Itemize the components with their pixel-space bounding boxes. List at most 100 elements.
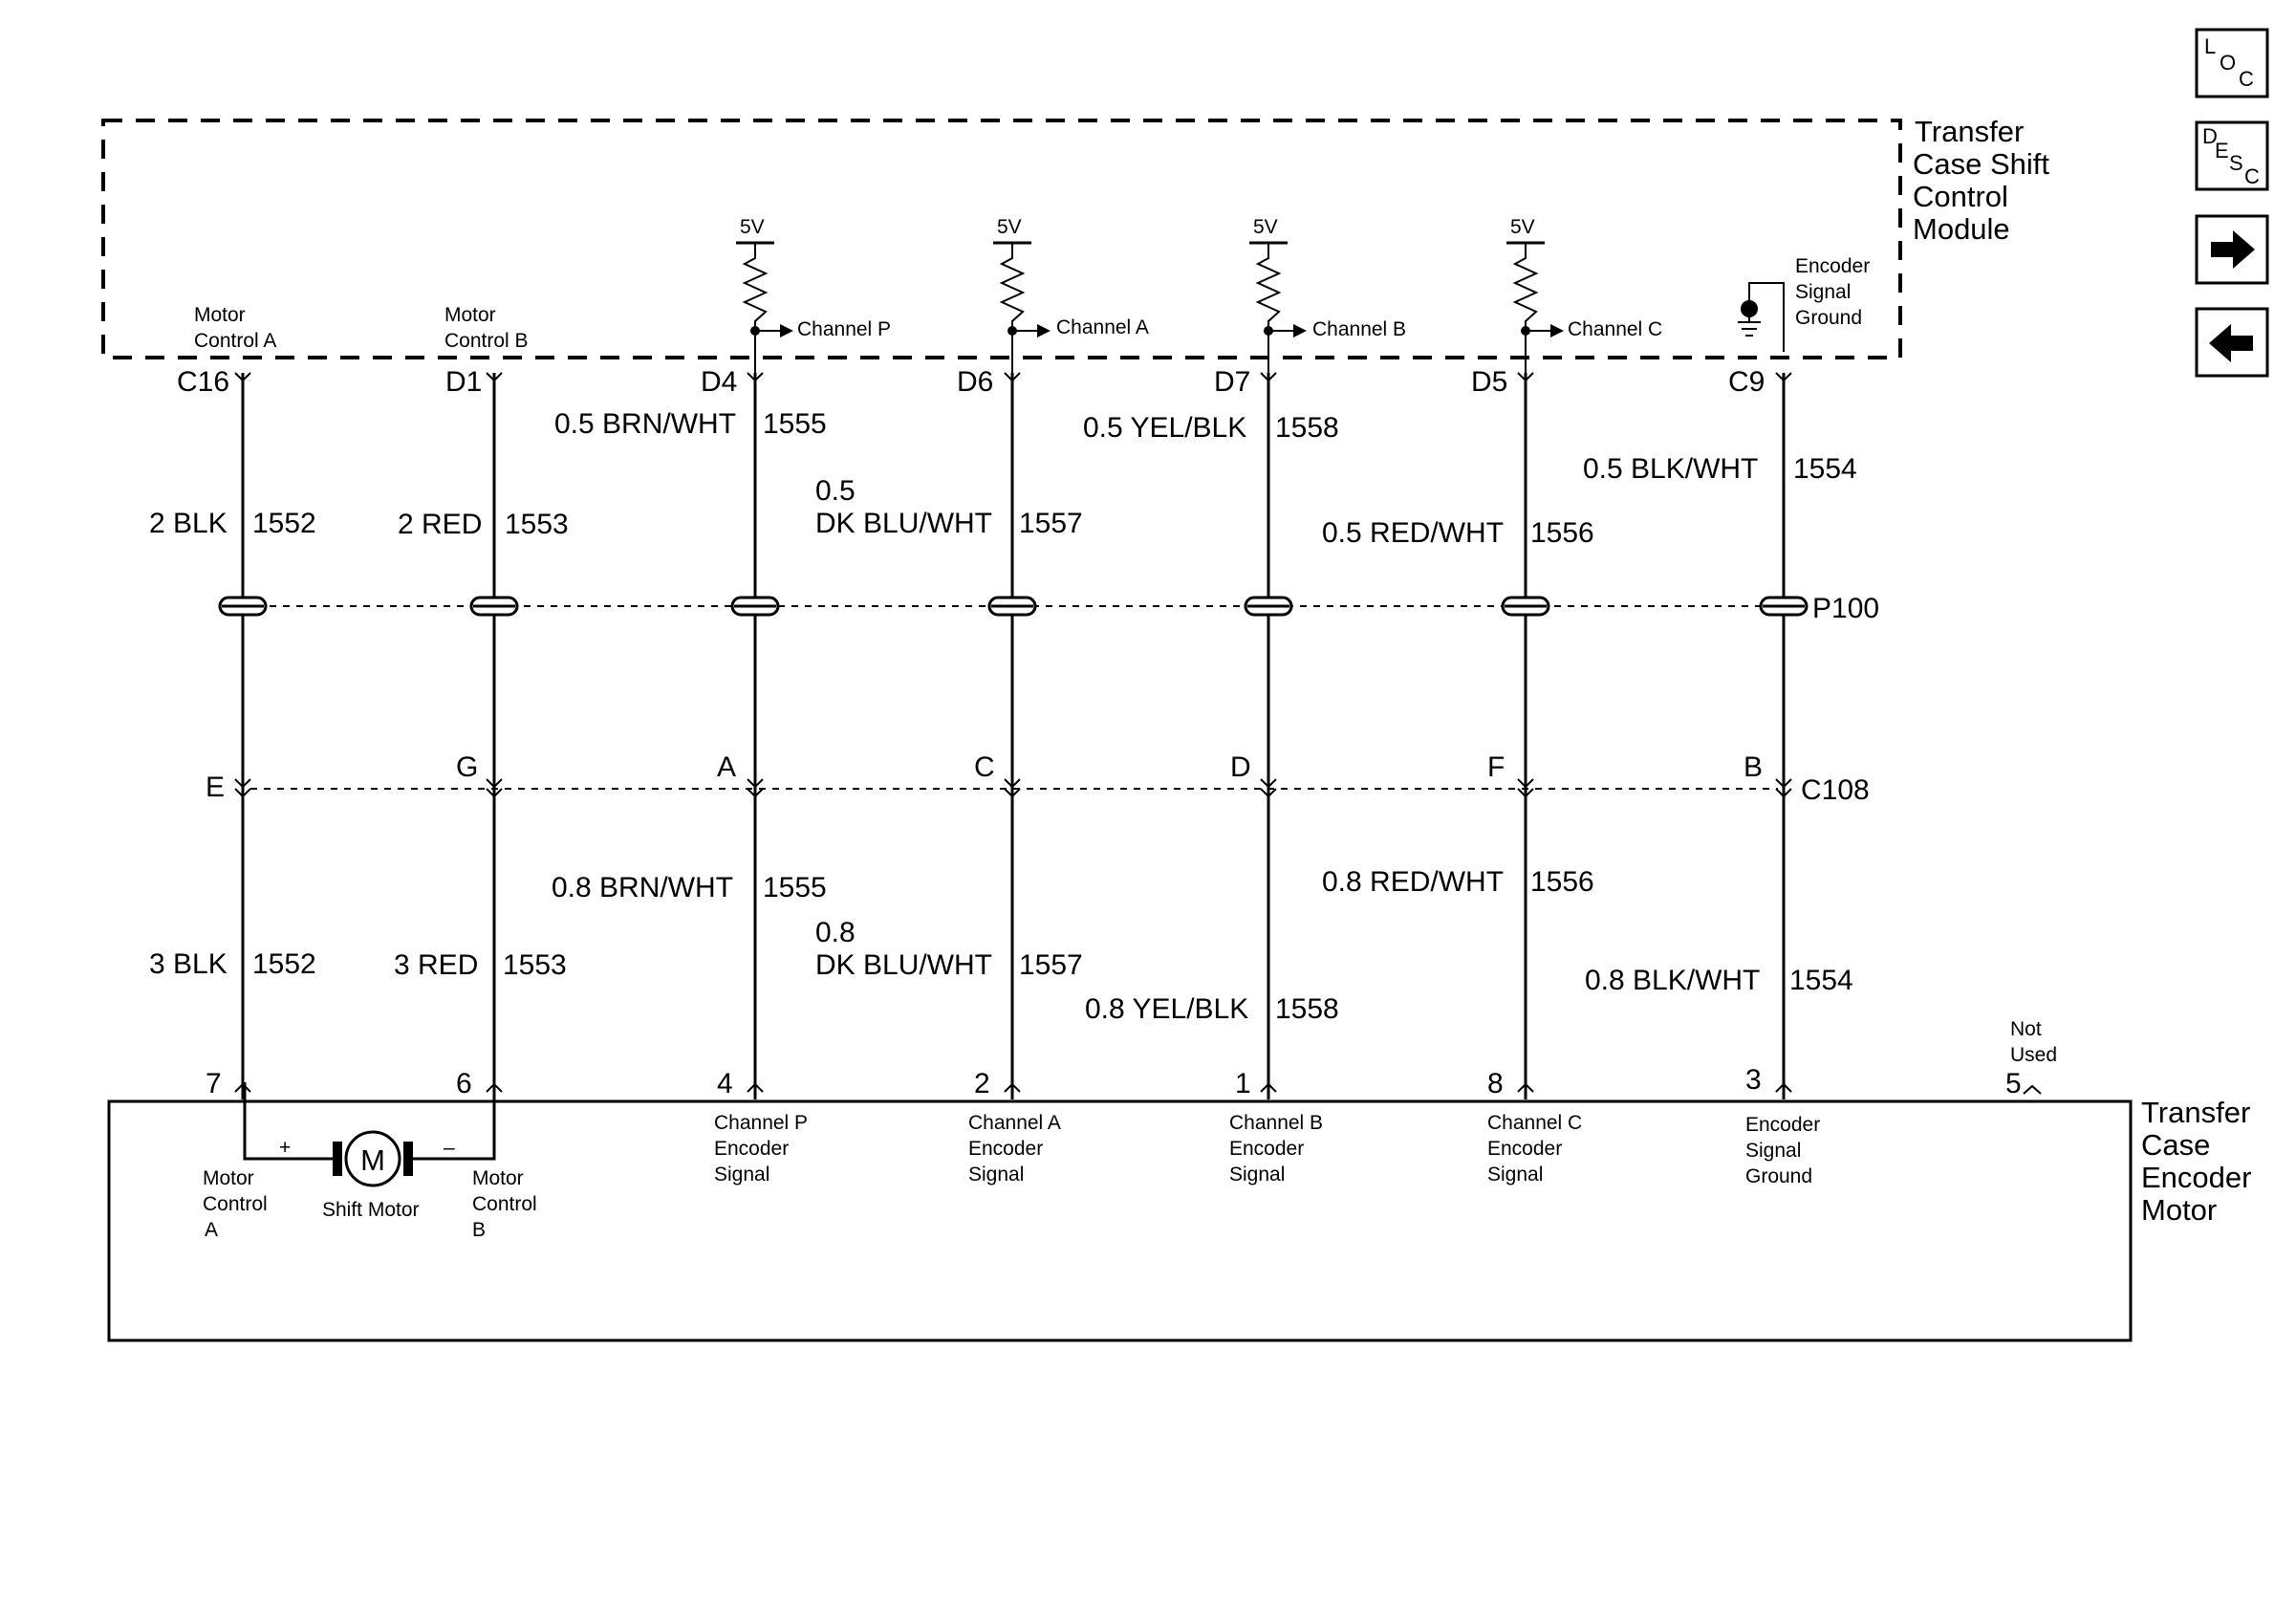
lower-circuit-channel-p: 1555: [763, 872, 827, 903]
upper-wire-channel-p: 0.5 BRN/WHT: [554, 408, 736, 440]
module-pin-c16: C16: [177, 366, 229, 398]
module-terminal-channel-b: [1260, 372, 1277, 382]
motor-minus: –: [444, 1137, 455, 1159]
encoder-label-channel-a-line-3: Signal: [968, 1164, 1024, 1186]
back-button[interactable]: [2195, 307, 2269, 378]
encoder-pin-1: 1: [1235, 1068, 1251, 1099]
encoder-label-ground-line-3: Ground: [1745, 1165, 1812, 1187]
module-ground-label-line-3: Ground: [1795, 307, 1862, 329]
arrow-left-icon: [2209, 324, 2253, 362]
module-signal-channel-a: Channel A: [1056, 316, 1149, 338]
encoder-motor-control-a-line-2: Control: [203, 1193, 268, 1215]
lower-wire-channel-a-line-1: 0.8: [815, 917, 856, 948]
c108-pin-f: F: [1487, 751, 1505, 783]
module-ground-label-line-1: Encoder: [1795, 255, 1870, 277]
next-button[interactable]: [2195, 214, 2269, 285]
wire-runs: [234, 372, 1792, 1099]
encoder-terminal-channel-c: [1517, 1082, 1534, 1093]
lower-wire-channel-p: 0.8 BRN/WHT: [552, 872, 733, 903]
encoder-label-channel-p-line-1: Channel P: [714, 1112, 808, 1134]
supply-label-channel-a: 5V: [997, 216, 1022, 238]
encoder-label-channel-b-line-3: Signal: [1229, 1164, 1285, 1186]
splice-pack-label: P100: [1812, 593, 1879, 624]
loc-letter-c: C: [2239, 67, 2254, 91]
desc-icon: D E S C: [2202, 124, 2260, 188]
upper-wire-channel-c: 0.5 RED/WHT: [1322, 517, 1504, 549]
desc-letter-e: E: [2215, 139, 2229, 163]
module-ground-label-line-2: Signal: [1795, 281, 1851, 303]
encoder-motor-title-line-3: Encoder: [2141, 1161, 2251, 1194]
module-outline: [101, 119, 1902, 359]
c108-pin-d: D: [1230, 751, 1251, 783]
lower-wire-ground: 0.8 BLK/WHT: [1585, 965, 1760, 996]
connector-c108: C108: [250, 774, 1870, 806]
upper-circuit-channel-a: 1557: [1019, 508, 1083, 539]
c108-pin-a: A: [717, 751, 736, 783]
encoder-motor-title-line-4: Motor: [2141, 1193, 2217, 1227]
pullup-channel-a: 5V: [993, 216, 1051, 373]
encoder-pin-7: 7: [206, 1068, 222, 1099]
upper-circuit-channel-p: 1555: [763, 408, 827, 440]
encoder-pin-8: 8: [1487, 1068, 1504, 1099]
supply-label-channel-p: 5V: [740, 216, 765, 238]
encoder-terminal-channel-b: [1260, 1082, 1277, 1093]
lower-wire-channel-c: 0.8 RED/WHT: [1322, 866, 1504, 898]
module-pin-d4: D4: [701, 366, 737, 398]
upper-circuit-channel-c: 1556: [1530, 517, 1594, 549]
module-signal-channel-c: Channel C: [1568, 318, 1662, 340]
circuit-channel-c: [1517, 372, 1534, 1099]
splice-channel-a: [987, 596, 1037, 617]
not-used-pin-label: 5: [2005, 1068, 2022, 1099]
lower-wire-motor-b: 3 RED: [394, 949, 478, 981]
splice-channel-p: [730, 596, 780, 617]
encoder-pin-2: 2: [974, 1068, 990, 1099]
loc-letter-l: L: [2204, 34, 2216, 58]
splice-marks: [218, 596, 1809, 617]
encoder-motor-control-a-line-3: A: [205, 1219, 218, 1241]
upper-wire-motor-b: 2 RED: [398, 509, 482, 540]
desc-letter-d: D: [2202, 124, 2218, 148]
c108-terminal-channel-b: [1260, 778, 1277, 798]
circuit-ground: [1775, 372, 1792, 1099]
c108-terminal-ground: [1775, 778, 1792, 798]
module-terminal-motor-a: [234, 372, 251, 382]
lower-circuit-motor-b: 1553: [503, 949, 567, 981]
ground-icon: [1738, 282, 1785, 352]
c108-terminal-motor-b: [486, 778, 503, 798]
encoder-label-channel-c-line-3: Signal: [1487, 1164, 1543, 1186]
encoder-label-channel-a-line-1: Channel A: [968, 1112, 1061, 1134]
upper-circuit-channel-b: 1558: [1275, 412, 1339, 444]
module-pin-d7: D7: [1214, 366, 1250, 398]
motor-control-a-label-line-1: Motor: [194, 304, 246, 326]
motor-control-b-label-line-2: Control B: [444, 330, 529, 352]
encoder-motor: Transfer Case Encoder Motor Not Used 5 M…: [107, 1018, 2251, 1342]
loc-button[interactable]: L O C: [2195, 28, 2269, 98]
splice-ground: [1759, 596, 1809, 617]
encoder-terminal-ground: [1775, 1082, 1792, 1093]
lower-circuit-motor-a: 1552: [252, 948, 316, 980]
upper-wire-channel-a-line-2: DK BLU/WHT: [815, 508, 992, 539]
nav-buttons: L O C D E S C: [2195, 28, 2269, 378]
splice-channel-c: [1501, 596, 1550, 617]
loc-letter-o: O: [2220, 51, 2236, 75]
module-terminal-channel-p: [747, 372, 764, 382]
desc-button[interactable]: D E S C: [2195, 120, 2269, 191]
lower-circuit-channel-c: 1556: [1530, 866, 1594, 898]
upper-circuit-motor-a: 1552: [252, 508, 316, 539]
lower-wire-channel-a-line-2: DK BLU/WHT: [815, 949, 992, 981]
encoder-motor-control-b-line-2: Control: [472, 1193, 537, 1215]
module-terminal-channel-a: [1004, 372, 1021, 382]
splice-channel-b: [1244, 596, 1293, 617]
module-title-line-2: Case Shift: [1913, 147, 2049, 181]
encoder-motor-title-line-1: Transfer: [2141, 1096, 2250, 1129]
c108-pin-g: G: [456, 751, 478, 783]
module-pin-d1: D1: [445, 366, 482, 398]
module-pin-d6: D6: [957, 366, 993, 398]
c108-terminal-channel-p: [747, 778, 764, 798]
lower-circuit-ground: 1554: [1789, 965, 1853, 996]
module-terminal-motor-b: [486, 372, 503, 382]
circuit-motor-a: [234, 372, 251, 1099]
connector-c108-label: C108: [1801, 774, 1870, 806]
circuit-channel-a: [1004, 372, 1021, 1099]
